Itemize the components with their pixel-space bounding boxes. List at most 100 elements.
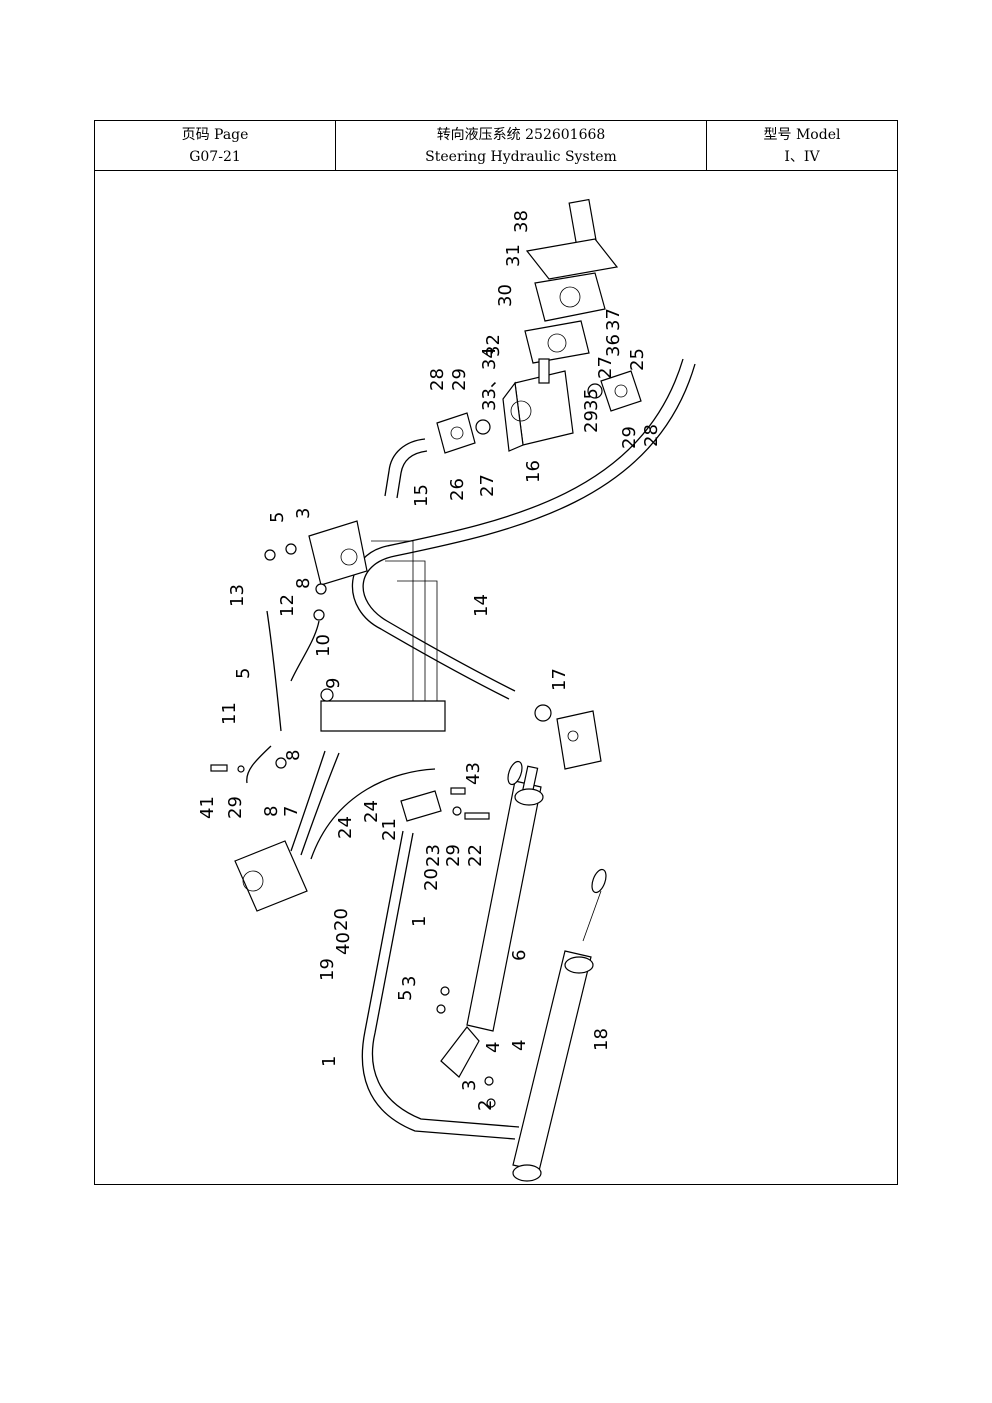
oring-27-left <box>475 419 491 435</box>
callout-8-mid: 8 <box>283 750 304 761</box>
callout-28-left: 28 <box>427 368 448 391</box>
callout-33-34: 33、34 <box>479 347 500 411</box>
hose-1-edge <box>371 832 520 1128</box>
callout-29-mid: 29 <box>581 410 602 433</box>
flange-26-bore <box>450 426 464 440</box>
washer-29-left <box>237 765 245 773</box>
callout-9: 9 <box>323 678 344 689</box>
callout-10: 10 <box>313 634 334 657</box>
callout-43: 43 <box>463 762 484 785</box>
callout-8-top: 8 <box>293 578 314 589</box>
hose-13 <box>266 610 282 732</box>
model-cell: 型号 Model I、IV <box>707 121 897 170</box>
fitting-3-bottom <box>484 1076 494 1086</box>
callout-29-left: 29 <box>449 368 470 391</box>
hose-24b <box>310 768 436 860</box>
pipe-14-edge <box>351 358 684 700</box>
oring-27-right <box>587 383 603 399</box>
callout-21: 21 <box>379 818 400 841</box>
exploded-diagram: 38 31 30 37 36 32 27 25 28 29 33、34 35 2… <box>95 171 897 1184</box>
gasket-32 <box>524 320 590 364</box>
valve-port <box>340 548 358 566</box>
flange-bore <box>559 286 581 308</box>
callout-25: 25 <box>627 348 648 371</box>
hose-12 <box>290 620 320 682</box>
page-label: 页码 Page <box>181 126 249 143</box>
elbow-2 <box>486 1098 496 1108</box>
callout-27-right: 27 <box>595 356 616 379</box>
callout-5-top: 5 <box>267 512 288 523</box>
callout-32: 32 <box>483 334 504 357</box>
hose-15-edge <box>396 450 428 499</box>
model-label: 型号 Model <box>763 126 841 143</box>
oring-17 <box>534 704 552 722</box>
title-cn: 转向液压系统 252601668 <box>436 126 606 143</box>
callout-38: 38 <box>511 210 532 233</box>
elbow-5-low <box>436 1004 446 1014</box>
callout-3-bottom: 3 <box>459 1080 480 1091</box>
flange-30 <box>534 272 606 322</box>
drawing-sheet: 页码 Page G07-21 转向液压系统 252601668 Steering… <box>94 120 898 1185</box>
fitting-9 <box>320 688 334 702</box>
callout-7: 7 <box>281 806 302 817</box>
callout-29-low: 29 <box>225 796 246 819</box>
callout-31: 31 <box>503 244 524 267</box>
callout-12: 12 <box>277 594 298 617</box>
fitting-10 <box>313 609 325 621</box>
callout-15: 15 <box>411 484 432 507</box>
callout-18: 18 <box>591 1028 612 1051</box>
callout-41: 41 <box>197 796 218 819</box>
diagram-svg: 38 31 30 37 36 32 27 25 28 29 33、34 35 2… <box>197 198 696 1182</box>
callout-24-b: 24 <box>361 800 382 823</box>
cylinder-18-eye <box>591 868 607 894</box>
callout-26: 26 <box>447 478 468 501</box>
callout-11: 11 <box>219 702 240 725</box>
callout-labels: 38 31 30 37 36 32 27 25 28 29 33、34 35 2… <box>197 210 662 1111</box>
callout-4-a: 4 <box>483 1042 504 1053</box>
hose-24a <box>300 752 340 856</box>
callout-5-mid: 5 <box>233 668 254 679</box>
fitting-3-top <box>285 543 297 555</box>
callout-1-top: 1 <box>409 916 430 927</box>
cylinder-6-clevis <box>440 1026 480 1078</box>
cylinder-18 <box>512 950 592 1172</box>
steering-unit-port <box>242 870 264 892</box>
page-cell: 页码 Page G07-21 <box>95 121 336 170</box>
callout-29-bracket: 29 <box>443 844 464 867</box>
callout-20-left: 20 <box>331 908 352 931</box>
pump-port <box>510 400 532 422</box>
callout-1-bottom: 1 <box>319 1056 340 1067</box>
title-cell: 转向液压系统 252601668 Steering Hydraulic Syst… <box>336 121 707 170</box>
title-block: 页码 Page G07-21 转向液压系统 252601668 Steering… <box>95 121 897 171</box>
callout-35: 35 <box>581 388 602 411</box>
callout-23: 23 <box>423 844 444 867</box>
hose-7 <box>290 750 326 852</box>
callout-8-low: 8 <box>261 806 282 817</box>
title-en: Steering Hydraulic System <box>425 148 617 165</box>
fitting-8-top <box>315 583 327 595</box>
callout-3-top: 3 <box>293 508 314 519</box>
hose-15 <box>384 438 426 497</box>
callout-19: 19 <box>317 958 338 981</box>
cylinder-6-collar <box>514 788 544 806</box>
bolt-22 <box>464 812 490 820</box>
manifold-plate <box>320 700 446 732</box>
hose-11 <box>246 745 272 784</box>
callout-17: 17 <box>549 668 570 691</box>
callout-27-left: 27 <box>477 474 498 497</box>
tube-bundle <box>371 540 438 731</box>
cylinder-18-rod <box>582 890 602 942</box>
callout-22: 22 <box>465 844 486 867</box>
cylinder-18-end <box>512 1164 542 1182</box>
gasket-31 <box>525 238 619 280</box>
callout-3-low: 3 <box>399 976 420 987</box>
cylinder-18-collar <box>564 956 594 974</box>
elbow-5-top <box>264 549 276 561</box>
callout-28-right: 28 <box>641 424 662 447</box>
fitting-3-low <box>440 986 450 996</box>
washer-23 <box>452 806 462 816</box>
callout-5-low: 5 <box>395 990 416 1001</box>
shaft-33 <box>538 358 550 384</box>
bolt-41 <box>210 764 228 772</box>
callout-36: 36 <box>603 334 624 357</box>
